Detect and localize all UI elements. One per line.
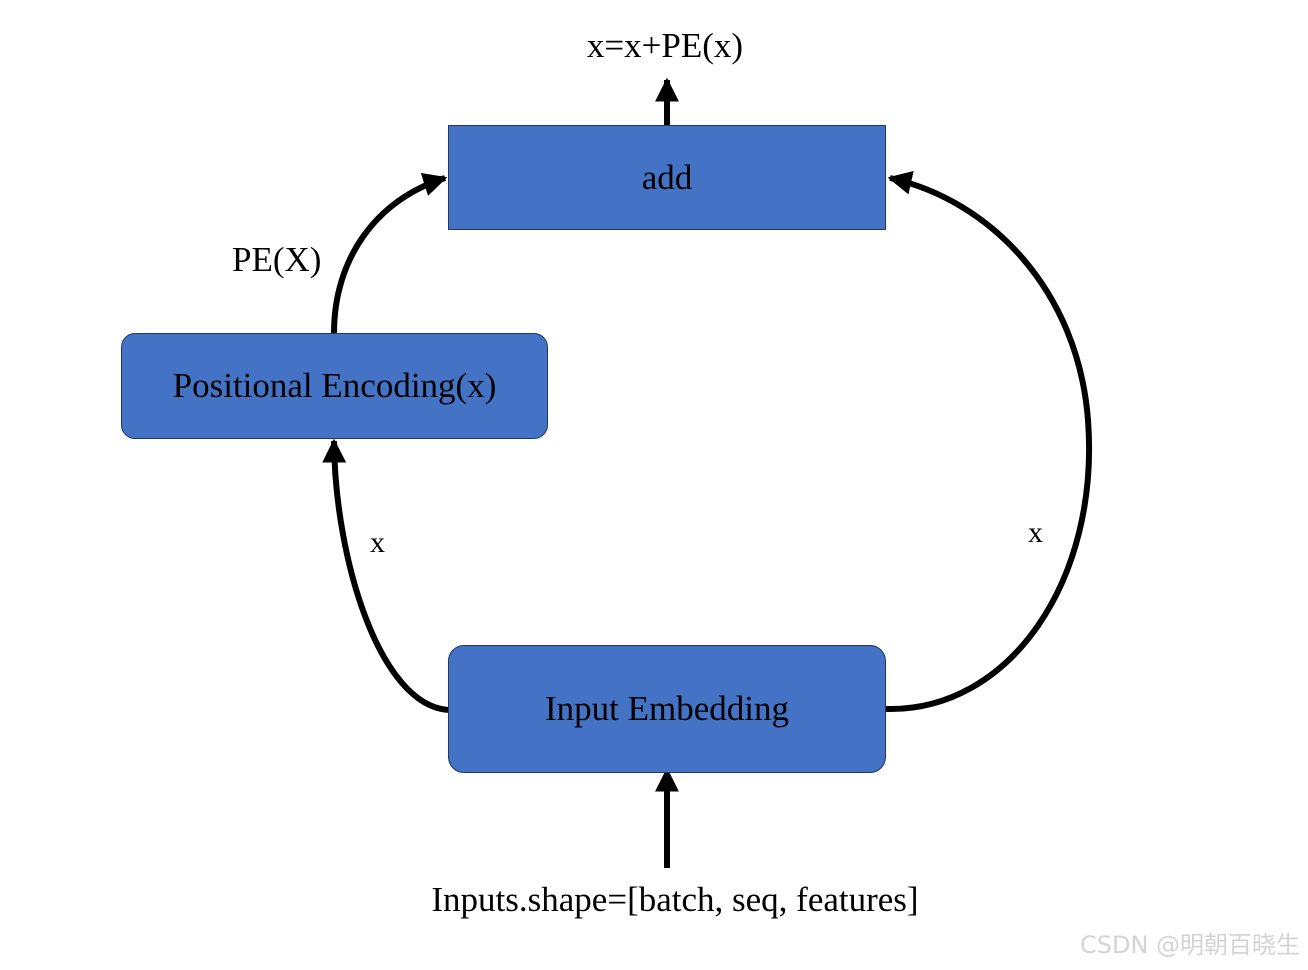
x-right-edge-label: x: [1028, 516, 1043, 549]
input-embedding-label: Input Embedding: [545, 689, 789, 728]
input-embedding-node: Input Embedding: [448, 645, 886, 773]
arrow-embedding-to-pe: [322, 438, 449, 713]
pe-edge-label: PE(X): [232, 240, 322, 279]
add-node: add: [448, 125, 886, 230]
arrow-pe-to-add: [331, 173, 448, 334]
positional-encoding-label: Positional Encoding(x): [172, 366, 497, 405]
arrow-embedding-to-add: [885, 170, 1093, 713]
watermark: CSDN @明朝百晓生: [1080, 931, 1301, 959]
x-left-edge-label: x: [370, 526, 385, 559]
output-formula-label: x=x+PE(x): [586, 26, 744, 65]
inputs-shape-label: Inputs.shape=[batch, seq, features]: [431, 880, 919, 919]
add-node-label: add: [641, 157, 693, 197]
positional-encoding-node: Positional Encoding(x): [121, 333, 548, 439]
